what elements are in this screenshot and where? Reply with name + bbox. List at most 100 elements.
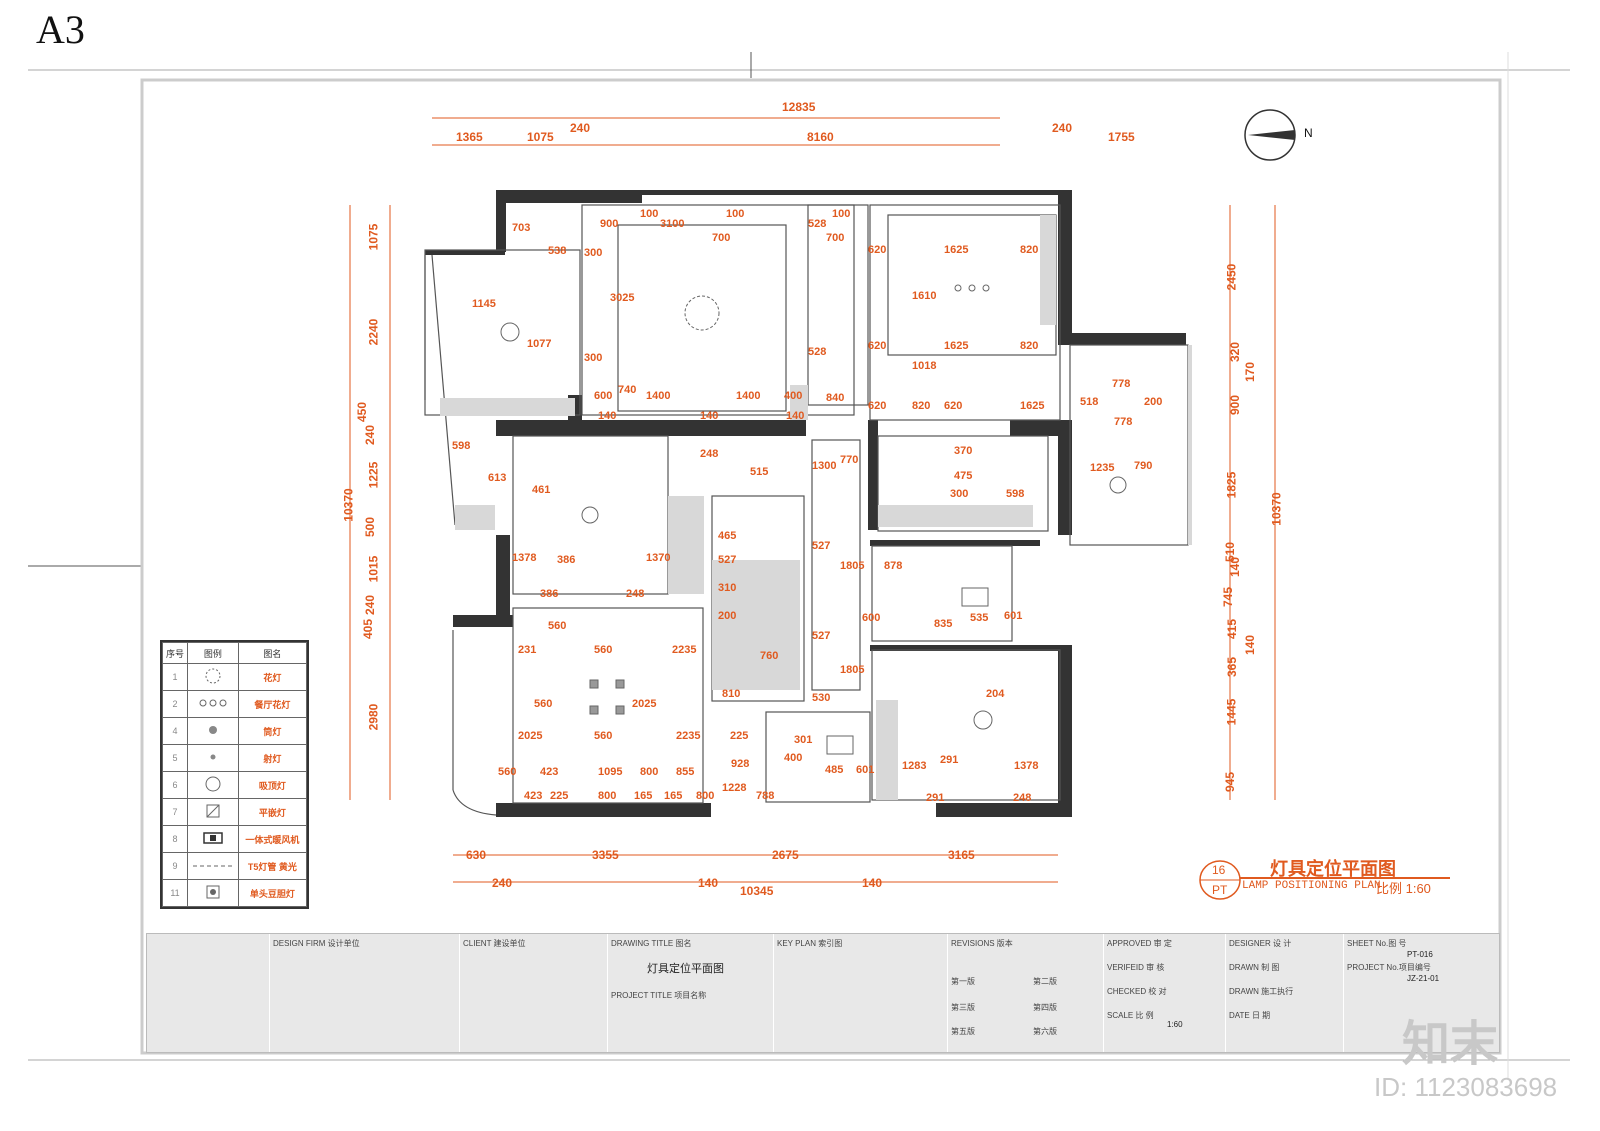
fill-block	[876, 700, 898, 800]
room-dimension-label: 165	[634, 790, 653, 802]
ceiling-light-icon	[581, 506, 599, 524]
room-dimension-label: 3025	[610, 292, 635, 304]
paper-size-label: A3	[36, 7, 85, 52]
dimension-label: 1365	[456, 130, 483, 144]
room-dimension-label: 518	[1080, 396, 1099, 408]
room-dimension-label: 820	[912, 400, 931, 412]
room-dimension-label: 100	[726, 208, 745, 220]
fill-block	[440, 398, 575, 416]
dimension-label: 10370	[1269, 492, 1284, 526]
room-dimension-label: 310	[718, 582, 737, 594]
dimension-label: 1075	[366, 223, 381, 251]
tb-checked: CHECKED 校 对	[1107, 987, 1167, 996]
flush-light-icon	[589, 705, 599, 715]
bath-heater-icon	[187, 825, 239, 853]
wall	[496, 190, 642, 203]
room-dimension-label: 386	[540, 588, 559, 600]
room-dimension-label: 900	[600, 218, 619, 230]
legend-header: 序号	[162, 642, 188, 664]
bath-heater-icon	[961, 587, 989, 607]
wall	[642, 190, 1070, 195]
bath-heater-icon	[826, 735, 854, 755]
tb-verified: VERIFEID 审 核	[1107, 963, 1165, 972]
legend-number: 2	[162, 690, 188, 718]
room-dimension-label: 100	[832, 208, 851, 220]
tb-scale-value: 1:60	[1167, 1020, 1183, 1029]
tb-key-plan: KEY PLAN 索引图	[777, 939, 843, 948]
fill-block	[1040, 215, 1056, 325]
room-dimension-label: 601	[856, 764, 875, 776]
ceiling-light-icon	[187, 771, 239, 799]
legend-name: 平嵌灯	[237, 798, 308, 826]
balcony-line	[431, 254, 456, 526]
flush-light-icon	[615, 705, 625, 715]
dimension-label: 10370	[341, 488, 356, 522]
room-dimension-label: 475	[954, 470, 973, 482]
room-dimension-label: 703	[512, 222, 531, 234]
room-outline	[869, 204, 1061, 421]
room-outline	[765, 711, 871, 803]
room-dimension-label: 800	[696, 790, 715, 802]
room-dimension-label: 778	[1114, 416, 1133, 428]
dimension-label: 630	[466, 848, 487, 862]
dimension-label: 2240	[366, 318, 381, 346]
watermark-logo: 知末	[1402, 1018, 1499, 1071]
tb-rev3: 第三版	[951, 1003, 975, 1012]
light-fixtures	[500, 284, 1127, 755]
room-dimension-label: 778	[1112, 378, 1131, 390]
dimension-label: 1755	[1108, 130, 1135, 144]
room-dimension-label: 248	[626, 588, 645, 600]
room-dimension-label: 1228	[722, 782, 747, 794]
downlight-icon	[187, 717, 239, 745]
dimension-label: 745	[1221, 586, 1236, 608]
dimension-label: 10345	[740, 884, 774, 898]
ceiling-outline	[617, 224, 787, 412]
dimension-label: 2675	[772, 848, 799, 862]
room-dimension-label: 1400	[736, 390, 761, 402]
tb-rev5: 第五版	[951, 1027, 975, 1036]
room-dimension-label: 820	[1020, 244, 1039, 256]
legend-number: 4	[162, 717, 188, 745]
room-dimension-label: 291	[940, 754, 959, 766]
room-dimension-label: 790	[1134, 460, 1153, 472]
badge-number: 16	[1212, 863, 1226, 877]
room-dimension-label: 620	[868, 340, 887, 352]
legend-name: 一体式暖风机	[237, 825, 308, 853]
room-dimension-label: 204	[986, 688, 1005, 700]
legend-name: 单头豆胆灯	[237, 879, 308, 907]
dining-chandelier-icon	[187, 690, 239, 718]
tb-drawing-title-value: 灯具定位平面图	[647, 963, 724, 975]
room-dimension-label: 1077	[527, 338, 552, 350]
room-dimension-label: 465	[718, 530, 737, 542]
room-dimension-label: 423	[540, 766, 559, 778]
legend-number: 9	[162, 852, 188, 880]
room-dimension-label: 1283	[902, 760, 927, 772]
dimension-label: 170	[1243, 361, 1258, 383]
room-dimension-label: 600	[594, 390, 613, 402]
dimension-label: 2980	[366, 703, 381, 731]
tb-sheet-label: SHEET No.图 号	[1347, 939, 1407, 948]
spotlight-icon	[187, 744, 239, 772]
room-dimension-label: 370	[954, 445, 973, 457]
dining-chandelier-icon	[982, 284, 990, 292]
chandelier-icon	[187, 663, 239, 691]
room-dimension-label: 560	[534, 698, 553, 710]
dimension-label: 140	[1243, 634, 1258, 656]
room-dimension-label: 140	[700, 410, 719, 422]
fill-block	[790, 385, 808, 420]
room-dimension-label: 560	[548, 620, 567, 632]
tb-scale-label: SCALE 比 例	[1107, 1011, 1154, 1020]
room-dimension-label: 528	[808, 218, 827, 230]
wall	[1058, 190, 1072, 345]
room-dimension-label: 598	[1006, 488, 1025, 500]
dimension-label: 415	[1225, 618, 1240, 640]
ceiling-light-icon	[973, 710, 993, 730]
tb-drawing-title-label: DRAWING TITLE 图名	[611, 939, 692, 948]
tb-approved: APPROVED 审 定	[1107, 939, 1172, 948]
room-dimension-label: 2025	[632, 698, 657, 710]
tb-drawn2: DRAWN 施工执行	[1229, 987, 1294, 996]
single-spot-icon	[187, 879, 239, 907]
fill-block	[712, 560, 800, 690]
